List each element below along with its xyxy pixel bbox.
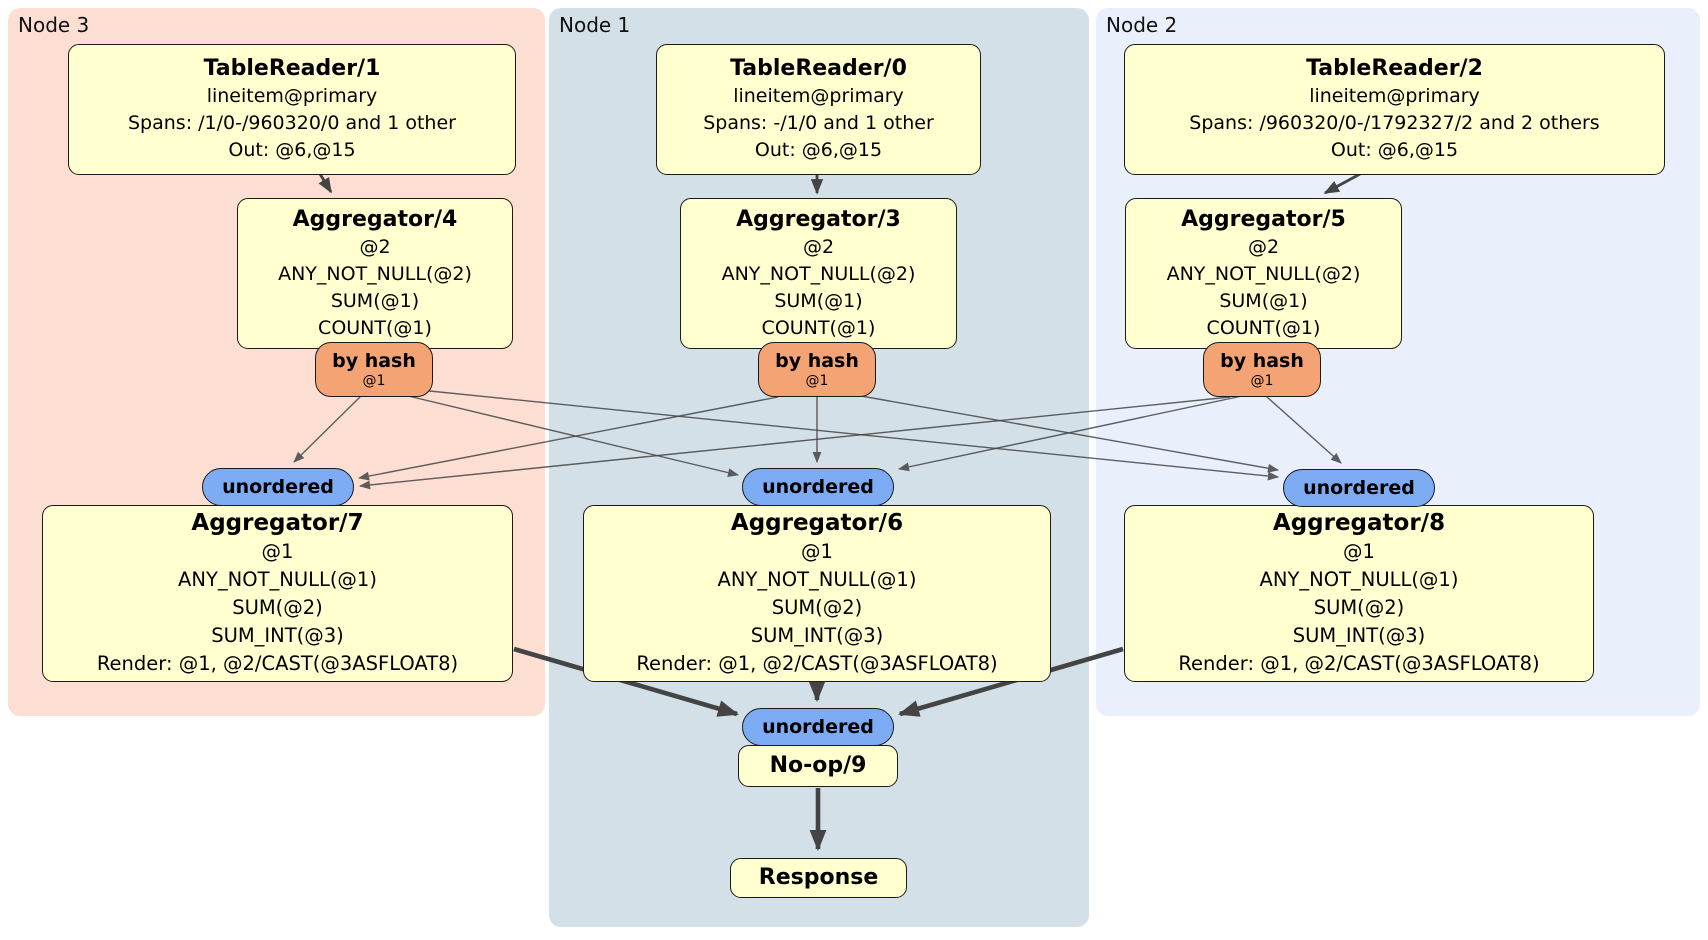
box-line: SUM_INT(@3) (1292, 624, 1426, 647)
byhash-router-node1-label: by hash (775, 349, 859, 372)
box-line: @2 (802, 235, 835, 258)
aggregator7-title: Aggregator/7 (191, 510, 364, 536)
node1-label: Node 1 (559, 13, 631, 37)
unordered-sync-node3: unordered (202, 468, 354, 506)
tablereader2-title: TableReader/2 (1306, 56, 1483, 81)
aggregator8-title: Aggregator/8 (1272, 510, 1446, 536)
tablereader0-title: TableReader/0 (730, 56, 907, 81)
box-line: SUM(@1) (1219, 289, 1308, 312)
box-line: @1 (1343, 540, 1375, 563)
box-line: SUM_INT(@3) (750, 624, 884, 647)
aggregator5-title: Aggregator/5 (1181, 206, 1346, 232)
box-line: COUNT(@1) (761, 316, 876, 339)
box-line: lineitem@primary (733, 85, 904, 107)
box-line: SUM(@2) (1313, 596, 1405, 619)
byhash-router-node2-label: by hash (1220, 349, 1304, 372)
box-line: SUM(@1) (774, 289, 863, 312)
box-line: SUM(@2) (232, 596, 323, 619)
node3-label: Node 3 (18, 13, 90, 37)
box-line: @2 (359, 235, 391, 258)
noop-title: No-op/9 (769, 753, 867, 778)
box-line: lineitem@primary (206, 85, 378, 107)
box-line: ANY_NOT_NULL(@2) (278, 262, 472, 285)
response-box: Response (730, 858, 907, 898)
byhash-router-node3-label: by hash (332, 349, 416, 372)
box-line: @1 (801, 540, 833, 563)
unordered-sync-final: unordered (742, 708, 894, 746)
box-line: COUNT(@1) (1206, 316, 1321, 339)
unordered-sync-node1: unordered (742, 468, 894, 506)
byhash-router-node2: by hash @1 (1203, 342, 1321, 397)
box-line: SUM(@1) (330, 289, 420, 312)
byhash-router-node1-detail: @1 (805, 372, 829, 389)
byhash-router-node3-detail: @1 (362, 372, 386, 389)
box-line: ANY_NOT_NULL(@1) (717, 568, 917, 591)
box-line: SUM_INT(@3) (211, 624, 344, 647)
aggregator3-title: Aggregator/3 (736, 206, 901, 232)
byhash-router-node3: by hash @1 (315, 342, 433, 397)
unordered-sync-node2: unordered (1283, 469, 1435, 507)
box-line: ANY_NOT_NULL(@2) (721, 262, 916, 285)
box-line: Out: @6,@15 (228, 139, 356, 161)
aggregator6-title: Aggregator/6 (730, 510, 904, 536)
box-line: COUNT(@1) (318, 316, 432, 339)
box-line: Spans: -/1/0 and 1 other (703, 112, 934, 134)
box-line: Render: @1, @2/CAST(@3ASFLOAT8) (96, 652, 459, 675)
box-line: SUM(@2) (771, 596, 863, 619)
aggregator4-title: Aggregator/4 (292, 206, 458, 232)
response-title: Response (758, 865, 879, 890)
box-line: Spans: /960320/0-/1792327/2 and 2 others (1189, 112, 1600, 134)
box-line: Spans: /1/0-/960320/0 and 1 other (128, 112, 456, 134)
box-line: Render: @1, @2/CAST(@3ASFLOAT8) (1178, 652, 1540, 675)
box-line: Out: @6,@15 (754, 139, 883, 161)
box-line: Render: @1, @2/CAST(@3ASFLOAT8) (636, 652, 998, 675)
box-line: ANY_NOT_NULL(@1) (178, 568, 377, 591)
box-line: @1 (261, 540, 294, 563)
box-line: ANY_NOT_NULL(@2) (1166, 262, 1361, 285)
box-line: ANY_NOT_NULL(@1) (1259, 568, 1459, 591)
noop-box: No-op/9 (738, 745, 898, 787)
box-line: @2 (1247, 235, 1280, 258)
box-line: Out: @6,@15 (1330, 139, 1459, 161)
box-line: lineitem@primary (1309, 85, 1480, 107)
byhash-router-node1: by hash @1 (758, 342, 876, 397)
tablereader1-title: TableReader/1 (203, 56, 381, 81)
node2-label: Node 2 (1106, 13, 1178, 37)
byhash-router-node2-detail: @1 (1250, 372, 1274, 389)
